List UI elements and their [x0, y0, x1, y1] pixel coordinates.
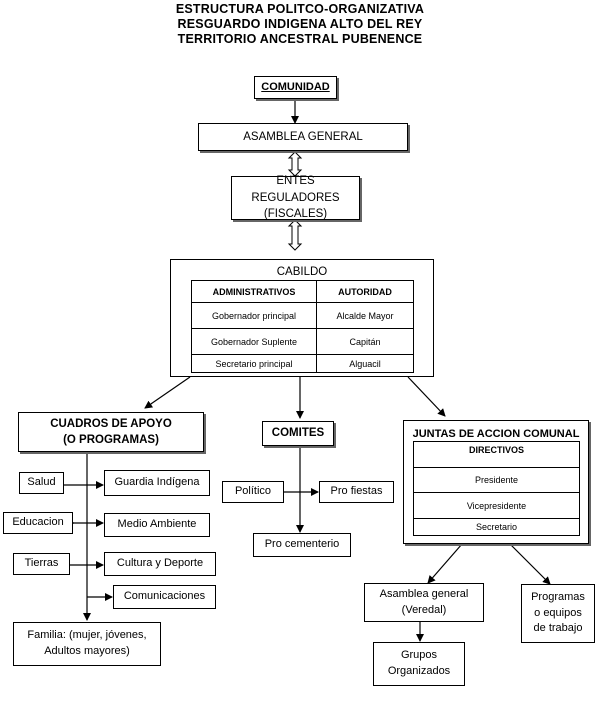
politico-box: Político — [222, 481, 284, 503]
salud-box: Salud — [19, 472, 64, 494]
educacion-box: Educacion — [3, 512, 73, 534]
comites-box: COMITES — [262, 421, 334, 446]
juntas-title: JUNTAS DE ACCION COMUNAL — [412, 428, 580, 440]
entes-reguladores-box: ENTES REGULADORES (FISCALES) — [231, 175, 360, 221]
programas-box: Programas o equipos de trabajo — [521, 584, 595, 643]
cabildo-cell: Gobernador Suplente — [191, 328, 317, 355]
title-line-1: ESTRUCTURA POLITCO-ORGANIZATIVA — [175, 2, 425, 16]
cuadros-title-line-1: CUADROS DE APOYO — [50, 417, 172, 430]
cabildo-cell: Secretario principal — [191, 354, 317, 373]
cuadros-title-line-2: (O PROGRAMAS) — [63, 434, 159, 446]
entes-line-1: ENTES REGULADORES — [251, 175, 340, 204]
cabildo-cell: Capitán — [316, 328, 414, 355]
programas-line-1: Programas — [531, 590, 585, 603]
comunicaciones-box: Comunicaciones — [113, 585, 216, 609]
title-line-2: RESGUARDO INDIGENA ALTO DEL REY — [177, 17, 423, 31]
cabildo-table: ADMINISTRATIVOS AUTORIDAD Gobernador pri… — [191, 280, 414, 373]
asamblea-veredal-box: Asamblea general (Veredal) — [364, 583, 484, 622]
asamblea-veredal-line-2: (Veredal) — [401, 603, 447, 616]
cabildo-title: CABILDO — [276, 266, 328, 278]
grupos-line-2: Organizados — [387, 665, 451, 677]
familia-line-2: Adultos mayores) — [44, 645, 130, 657]
juntas-cell: Presidente — [413, 467, 580, 493]
programas-line-2: o equipos — [534, 606, 582, 619]
familia-line-1: Familia: (mujer, jóvenes, — [27, 629, 147, 642]
juntas-cell: Secretario — [413, 518, 580, 536]
entes-line-2: (FISCALES) — [263, 208, 328, 221]
cabildo-cell: Alcalde Mayor — [316, 302, 414, 329]
guardia-indigena-box: Guardia Indígena — [104, 470, 210, 496]
asamblea-veredal-line-1: Asamblea general — [379, 587, 469, 600]
cabildo-cell: Gobernador principal — [191, 302, 317, 329]
title-line-3: TERRITORIO ANCESTRAL PUBENENCE — [177, 32, 423, 46]
asamblea-general-box: ASAMBLEA GENERAL — [198, 123, 408, 151]
grupos-line-1: Grupos — [400, 649, 438, 662]
cultura-deporte-box: Cultura y Deporte — [104, 552, 216, 576]
programas-line-3: de trabajo — [533, 622, 583, 635]
cabildo-header-autoridad: AUTORIDAD — [316, 280, 414, 303]
cabildo-header-administrativos: ADMINISTRATIVOS — [191, 280, 317, 303]
pro-cementerio-box: Pro cementerio — [253, 533, 351, 557]
juntas-cell: Vicepresidente — [413, 492, 580, 519]
juntas-table: DIRECTIVOS Presidente Vicepresidente Sec… — [413, 441, 580, 536]
juntas-header-directivos: DIRECTIVOS — [413, 441, 580, 468]
cuadros-de-apoyo-box: CUADROS DE APOYO (O PROGRAMAS) — [18, 412, 204, 452]
comunidad-box: COMUNIDAD — [254, 76, 337, 99]
tierras-box: Tierras — [13, 553, 70, 575]
grupos-organizados-box: Grupos Organizados — [373, 642, 465, 686]
medio-ambiente-box: Medio Ambiente — [104, 513, 210, 537]
pro-fiestas-box: Pro fiestas — [319, 481, 394, 503]
familia-box: Familia: (mujer, jóvenes, Adultos mayore… — [13, 622, 161, 666]
cabildo-cell: Alguacil — [316, 354, 414, 373]
